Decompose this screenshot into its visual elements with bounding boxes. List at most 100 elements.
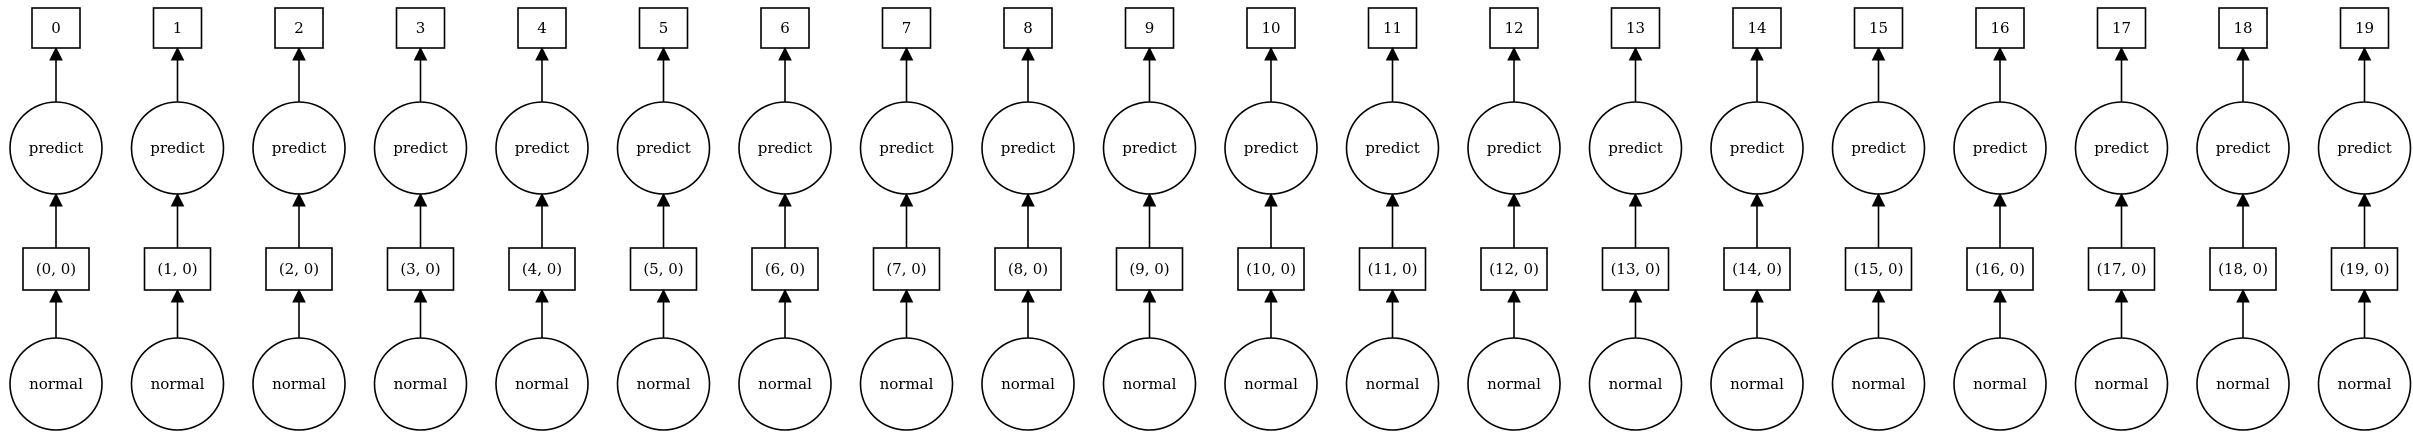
key-node-label: (0, 0) xyxy=(36,260,76,278)
key-node-label: (7, 0) xyxy=(886,260,926,278)
output-node xyxy=(1975,7,2025,49)
predict-node-label: predict xyxy=(758,139,812,157)
output-node-label: 7 xyxy=(902,19,912,37)
normal-node-label: normal xyxy=(1730,375,1784,393)
output-node xyxy=(395,7,446,49)
key-node xyxy=(1115,247,1184,291)
edge-key-to-predict-arrowhead xyxy=(49,192,63,207)
key-node-label: (10, 0) xyxy=(1246,260,1296,278)
edge-normal-to-key-arrowhead xyxy=(2236,288,2250,303)
edge-predict-to-output-arrowhead xyxy=(1142,46,1157,61)
output-node-label: 14 xyxy=(1747,19,1766,37)
edge-normal-to-key-arrowhead xyxy=(170,288,185,303)
output-node-label: 11 xyxy=(1383,19,1402,37)
edge-predict-to-output-arrowhead xyxy=(49,46,63,61)
predict-node-label: predict xyxy=(1730,139,1784,157)
output-node-label: 18 xyxy=(2233,19,2252,37)
output-node-label: 10 xyxy=(1261,19,1280,37)
predict-node-label: predict xyxy=(1608,139,1662,157)
edge-normal-to-key-arrowhead xyxy=(1385,288,1400,303)
predict-node-label: predict xyxy=(1365,139,1419,157)
output-node-label: 13 xyxy=(1626,19,1645,37)
output-node-label: 17 xyxy=(2112,19,2131,37)
normal-node-label: normal xyxy=(29,375,83,393)
output-node xyxy=(517,7,567,49)
edge-predict-to-output-arrowhead xyxy=(778,46,792,61)
edge-key-to-predict-arrowhead xyxy=(1750,192,1764,207)
key-node-label: (4, 0) xyxy=(522,260,562,278)
predict-node-label: predict xyxy=(150,139,204,157)
edge-key-to-predict-arrowhead xyxy=(1021,192,1035,207)
predict-node-label: predict xyxy=(1851,139,1905,157)
edge-normal-to-key-arrowhead xyxy=(2357,288,2372,303)
edge-predict-to-output-arrowhead xyxy=(1507,46,1521,61)
edge-normal-to-key-arrowhead xyxy=(1628,288,1643,303)
predict-node-label: predict xyxy=(2094,139,2148,157)
edge-normal-to-key-arrowhead xyxy=(49,288,63,303)
output-node xyxy=(638,7,689,49)
edge-predict-to-output-arrowhead xyxy=(1021,46,1035,61)
edge-normal-to-key-arrowhead xyxy=(1142,288,1157,303)
normal-node-label: normal xyxy=(1001,375,1055,393)
normal-node-label: normal xyxy=(1973,375,2027,393)
edge-normal-to-key-arrowhead xyxy=(656,288,671,303)
predict-node-label: predict xyxy=(515,139,569,157)
key-node xyxy=(872,247,941,291)
edge-predict-to-output-arrowhead xyxy=(1993,46,2007,61)
edge-key-to-predict-arrowhead xyxy=(778,192,792,207)
predict-node-label: predict xyxy=(1973,139,2027,157)
normal-node-label: normal xyxy=(1487,375,1541,393)
edge-key-to-predict-arrowhead xyxy=(1871,192,1886,207)
normal-node-label: normal xyxy=(880,375,934,393)
output-node xyxy=(1367,7,1418,49)
normal-node-label: normal xyxy=(272,375,326,393)
edge-key-to-predict-arrowhead xyxy=(1142,192,1157,207)
key-node-label: (2, 0) xyxy=(279,260,319,278)
edge-predict-to-output-arrowhead xyxy=(292,46,306,61)
normal-node-label: normal xyxy=(1852,375,1906,393)
predict-node-label: predict xyxy=(1001,139,1055,157)
key-node xyxy=(1966,247,2034,291)
edge-normal-to-key-arrowhead xyxy=(292,288,306,303)
predict-node-label: predict xyxy=(1487,139,1541,157)
predict-node-label: predict xyxy=(393,139,447,157)
edge-key-to-predict-arrowhead xyxy=(413,192,428,207)
normal-node-label: normal xyxy=(1609,375,1663,393)
key-node xyxy=(751,247,819,291)
edge-key-to-predict-arrowhead xyxy=(656,192,671,207)
output-node-label: 0 xyxy=(51,19,61,37)
output-node-label: 4 xyxy=(537,19,547,37)
edge-normal-to-key-arrowhead xyxy=(778,288,792,303)
edge-predict-to-output-arrowhead xyxy=(1385,46,1400,61)
edge-normal-to-key-arrowhead xyxy=(413,288,428,303)
predict-node-label: predict xyxy=(272,139,326,157)
output-node-label: 16 xyxy=(1990,19,2009,37)
edge-predict-to-output-arrowhead xyxy=(656,46,671,61)
key-node-label: (18, 0) xyxy=(2218,260,2268,278)
key-node-label: (6, 0) xyxy=(765,260,805,278)
output-node-label: 1 xyxy=(173,19,183,37)
key-node-label: (19, 0) xyxy=(2340,260,2390,278)
output-node-label: 5 xyxy=(659,19,669,37)
output-node xyxy=(1003,7,1053,49)
normal-node-label: normal xyxy=(2216,375,2270,393)
edge-predict-to-output-arrowhead xyxy=(2236,46,2250,61)
edge-normal-to-key-arrowhead xyxy=(1021,288,1035,303)
edge-key-to-predict-arrowhead xyxy=(292,192,306,207)
edge-predict-to-output-arrowhead xyxy=(413,46,428,61)
normal-node-label: normal xyxy=(2338,375,2392,393)
output-node-label: 2 xyxy=(294,19,304,37)
edge-normal-to-key-arrowhead xyxy=(899,288,914,303)
edge-normal-to-key-arrowhead xyxy=(1264,288,1278,303)
edge-key-to-predict-arrowhead xyxy=(2236,192,2250,207)
